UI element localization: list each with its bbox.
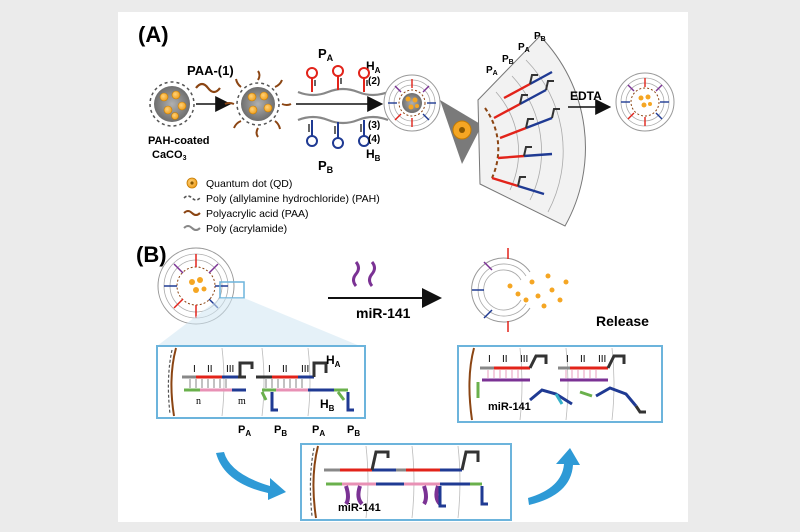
arrow-curve-down <box>216 452 286 500</box>
hb-label: HB <box>366 147 381 163</box>
svg-text:PB: PB <box>274 424 287 438</box>
core-label-caco: CaCO <box>152 149 183 161</box>
m-label: m <box>238 396 246 407</box>
legend-item-paa: Polyacrylic acid (PAA) <box>206 208 309 220</box>
svg-text:III: III <box>301 364 309 375</box>
pah-legend-icon <box>183 195 201 201</box>
pa-top-label: PA <box>318 46 334 63</box>
num-4: (4) <box>368 134 380 145</box>
panel-a-label: (A) <box>138 22 169 47</box>
paa-coated-particle <box>224 70 292 138</box>
legend: Quantum dot (QD) Poly (allylamine hydroc… <box>183 177 380 235</box>
svg-text:I: I <box>268 364 271 375</box>
svg-text:II: II <box>282 364 288 375</box>
n-label: n <box>196 396 201 407</box>
fan-zoom <box>440 35 586 227</box>
paa-label: PAA-(1) <box>187 63 234 78</box>
mir-label: miR-141 <box>356 305 411 321</box>
legend-item-pah: Poly (allylamine hydrochloride) (PAH) <box>206 193 380 205</box>
fan-label-3: PA <box>518 42 530 54</box>
released-particle-b <box>471 248 569 332</box>
legend-item-qd: Quantum dot (QD) <box>206 178 292 190</box>
layered-particle-a <box>383 74 441 132</box>
ha-top-label: HA <box>366 59 381 75</box>
fan-label-2: PB <box>502 54 514 66</box>
pa-hairpins <box>306 65 370 92</box>
release-label: Release <box>596 313 649 329</box>
num-2: (2) <box>368 76 380 87</box>
svg-text:III: III <box>520 354 528 365</box>
legend-item-pam: Poly (acrylamide) <box>206 223 287 235</box>
pam-legend-icon <box>183 225 201 231</box>
svg-text:I: I <box>566 354 569 365</box>
svg-text:I: I <box>193 364 196 375</box>
arrow-curve-up <box>528 448 580 505</box>
hb-box-label: HB <box>320 397 335 413</box>
svg-text:II: II <box>207 364 213 375</box>
pb-label: PB <box>318 158 334 175</box>
box-mir-label-2: miR-141 <box>338 502 381 514</box>
fan-label-1: PA <box>486 65 498 77</box>
released-particle-a <box>615 72 675 132</box>
zoom-wedge <box>157 298 360 346</box>
pah-coated-caco3-particle <box>149 81 195 127</box>
num-3: (3) <box>368 120 380 131</box>
fan-labels: PA PB PA PB <box>486 31 546 77</box>
fan-label-4: PB <box>534 31 546 43</box>
svg-text:PA: PA <box>312 424 325 438</box>
bottom-polymer-strand <box>297 115 389 125</box>
core-label-line1: PAH-coated <box>148 135 210 147</box>
svg-text:III: III <box>226 364 234 375</box>
core-label-sub: 3 <box>183 155 187 162</box>
paa-legend-icon <box>183 210 201 216</box>
edta-label: EDTA <box>570 89 602 103</box>
svg-text:II: II <box>502 354 508 365</box>
svg-text:I: I <box>488 354 491 365</box>
strand-labels-bottom: PA PB PA PB <box>238 424 360 438</box>
panel-b-label: (B) <box>136 242 167 267</box>
ha-box-label: HA <box>326 353 341 369</box>
zoom-box-mir-bound: miR-141 <box>300 443 512 521</box>
svg-text:II: II <box>580 354 586 365</box>
svg-text:PA: PA <box>238 424 251 438</box>
pb-hairpins <box>306 120 370 149</box>
svg-text:PB: PB <box>347 424 360 438</box>
box-mir-label-3: miR-141 <box>488 401 531 413</box>
mir-squiggles <box>352 261 376 287</box>
curved-arrows <box>216 448 580 505</box>
svg-text:III: III <box>598 354 606 365</box>
paa-squiggle <box>195 82 221 94</box>
top-polymer-strand <box>297 87 389 97</box>
